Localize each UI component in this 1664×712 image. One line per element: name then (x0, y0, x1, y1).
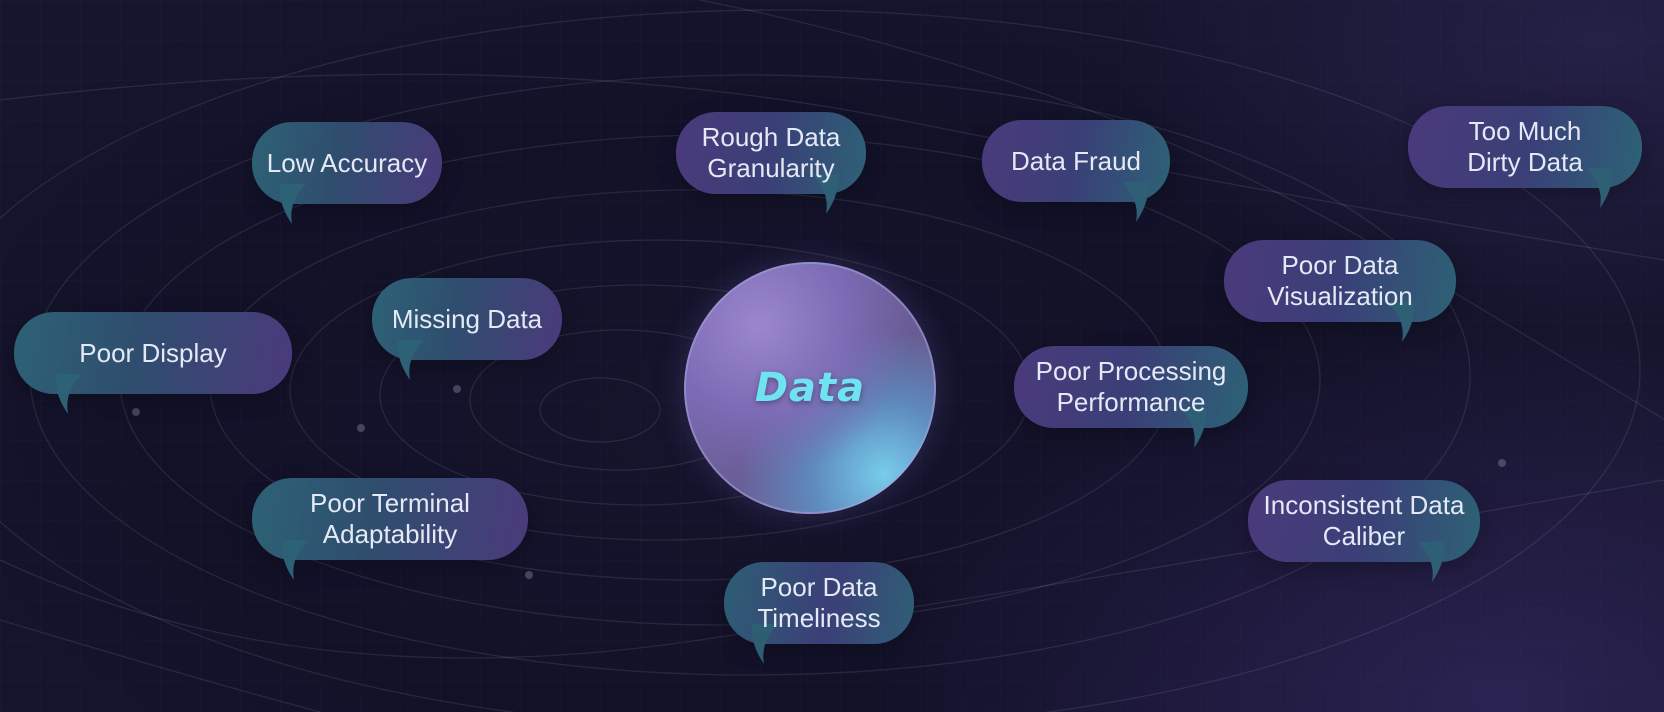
bubble-label: Data Fraud (1010, 145, 1142, 176)
bubble-label: Poor Data Timeliness (757, 572, 881, 633)
bubble-label: Rough Data Granularity (701, 122, 841, 183)
bubble-rough-data-granularity: Rough Data Granularity (676, 112, 866, 214)
bubble-label: Too Much Dirty Data (1467, 116, 1583, 177)
bubble-label: Missing Data (391, 303, 543, 334)
bubble-tail (1388, 302, 1414, 342)
bubble-tail (1586, 168, 1612, 208)
bubble-tail (752, 624, 778, 664)
bubble-tail (282, 540, 308, 580)
bubble-label: Inconsistent Data Caliber (1263, 490, 1465, 551)
bubble-label: Poor Terminal Adaptability (310, 488, 470, 549)
bubble-inconsistent-data-caliber: Inconsistent Data Caliber (1248, 480, 1480, 582)
bubble-tail (812, 174, 838, 214)
bubble-tail (280, 184, 306, 224)
bubble-poor-data-timeliness: Poor Data Timeliness (724, 562, 914, 664)
bubble-data-fraud: Data Fraud (982, 120, 1170, 222)
bubble-missing-data: Missing Data (372, 278, 562, 380)
bubble-label: Poor Processing Performance (1035, 356, 1227, 417)
center-data-sphere: Data (684, 262, 936, 514)
bubble-tail (1122, 182, 1148, 222)
bubble-poor-processing-performance: Poor Processing Performance (1014, 346, 1248, 448)
center-label: Data (754, 365, 866, 411)
bubble-low-accuracy: Low Accuracy (252, 122, 442, 224)
bubble-tail (56, 374, 82, 414)
bubble-poor-display: Poor Display (14, 312, 292, 414)
bubble-too-much-dirty-data: Too Much Dirty Data (1408, 106, 1642, 208)
bubble-tail (1180, 408, 1206, 448)
bubble-poor-data-visualization: Poor Data Visualization (1224, 240, 1456, 342)
bubble-poor-terminal-adaptability: Poor Terminal Adaptability (252, 478, 528, 580)
bubble-label: Low Accuracy (266, 147, 428, 178)
bubble-tail (1418, 542, 1444, 582)
bubble-label: Poor Data Visualization (1267, 250, 1413, 311)
bubble-tail (398, 340, 424, 380)
bubble-label: Poor Display (79, 337, 227, 368)
